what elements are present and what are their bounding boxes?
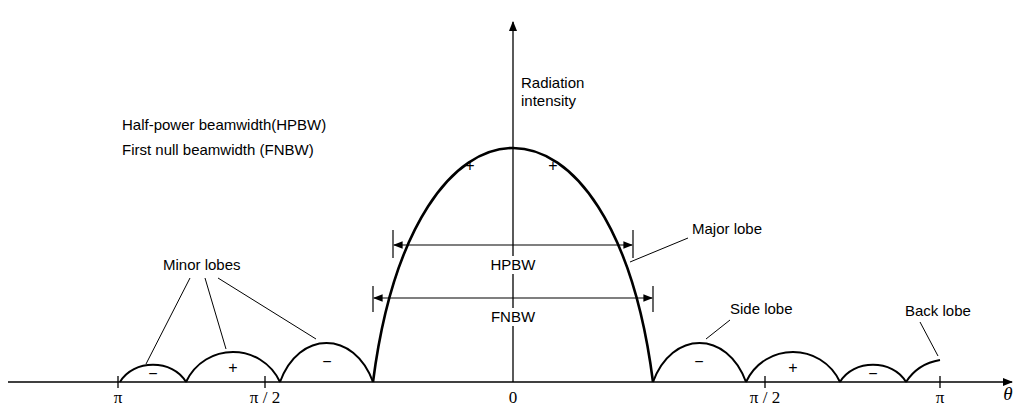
minor-lobe-curve [186, 352, 280, 382]
sign-mark: + [788, 360, 797, 376]
theta-axis [8, 381, 1012, 382]
beamwidth-label: HPBW [488, 256, 539, 274]
axis-tick [264, 376, 265, 388]
leader-line [920, 322, 938, 356]
intensity-axis [512, 22, 513, 382]
minor-lobe-curve [280, 343, 373, 382]
lobe-label: Minor lobes [163, 256, 241, 274]
tick-label: π [936, 389, 945, 407]
fnbw-arrow [374, 297, 652, 298]
axis-symbol: θ [1003, 385, 1012, 403]
beamwidth-markers [373, 230, 653, 312]
minor-lobe-curve [120, 365, 186, 382]
minor-lobe-curve [840, 365, 906, 382]
minor-lobe-curve [746, 352, 840, 382]
axis-tick [117, 376, 118, 388]
leader-line [146, 278, 190, 364]
axis-ticks [118, 376, 940, 388]
side-lobe-curve [653, 343, 746, 382]
fnbw-limit [372, 286, 373, 312]
leader-line [706, 320, 730, 339]
lobe-label: Side lobe [730, 300, 793, 318]
leader-line [205, 278, 226, 349]
lobe-label: Back lobe [905, 302, 971, 320]
hpbw-limit [392, 230, 393, 258]
fnbw-limit [652, 286, 653, 312]
tick-label: 0 [509, 389, 518, 407]
axis-title: Radiation intensity [521, 74, 601, 110]
back-lobe-curve [906, 360, 940, 382]
sign-mark: − [148, 366, 157, 382]
hpbw-limit [632, 230, 633, 258]
sign-mark: + [548, 158, 557, 174]
axis-tick [939, 376, 940, 388]
major-lobe-curve [373, 148, 653, 382]
sign-mark: + [465, 158, 474, 174]
sign-mark: − [322, 354, 331, 370]
legend-note: Half-power beamwidth(HPBW) [122, 116, 326, 134]
leader-line [630, 238, 688, 262]
sign-mark: − [694, 354, 703, 370]
tick-label: π / 2 [250, 389, 280, 407]
leader-lines [146, 238, 938, 364]
tick-label: π / 2 [750, 389, 780, 407]
lobes [120, 148, 940, 382]
sign-mark: + [228, 360, 237, 376]
lobe-label: Major lobe [692, 220, 762, 238]
hpbw-arrow [394, 244, 632, 245]
beamwidth-label: FNBW [488, 308, 538, 326]
sign-mark: − [868, 366, 877, 382]
tick-label: π [114, 389, 123, 407]
axis-tick [764, 376, 765, 388]
leader-line [218, 278, 316, 339]
legend-note: First null beamwidth (FNBW) [122, 141, 314, 159]
